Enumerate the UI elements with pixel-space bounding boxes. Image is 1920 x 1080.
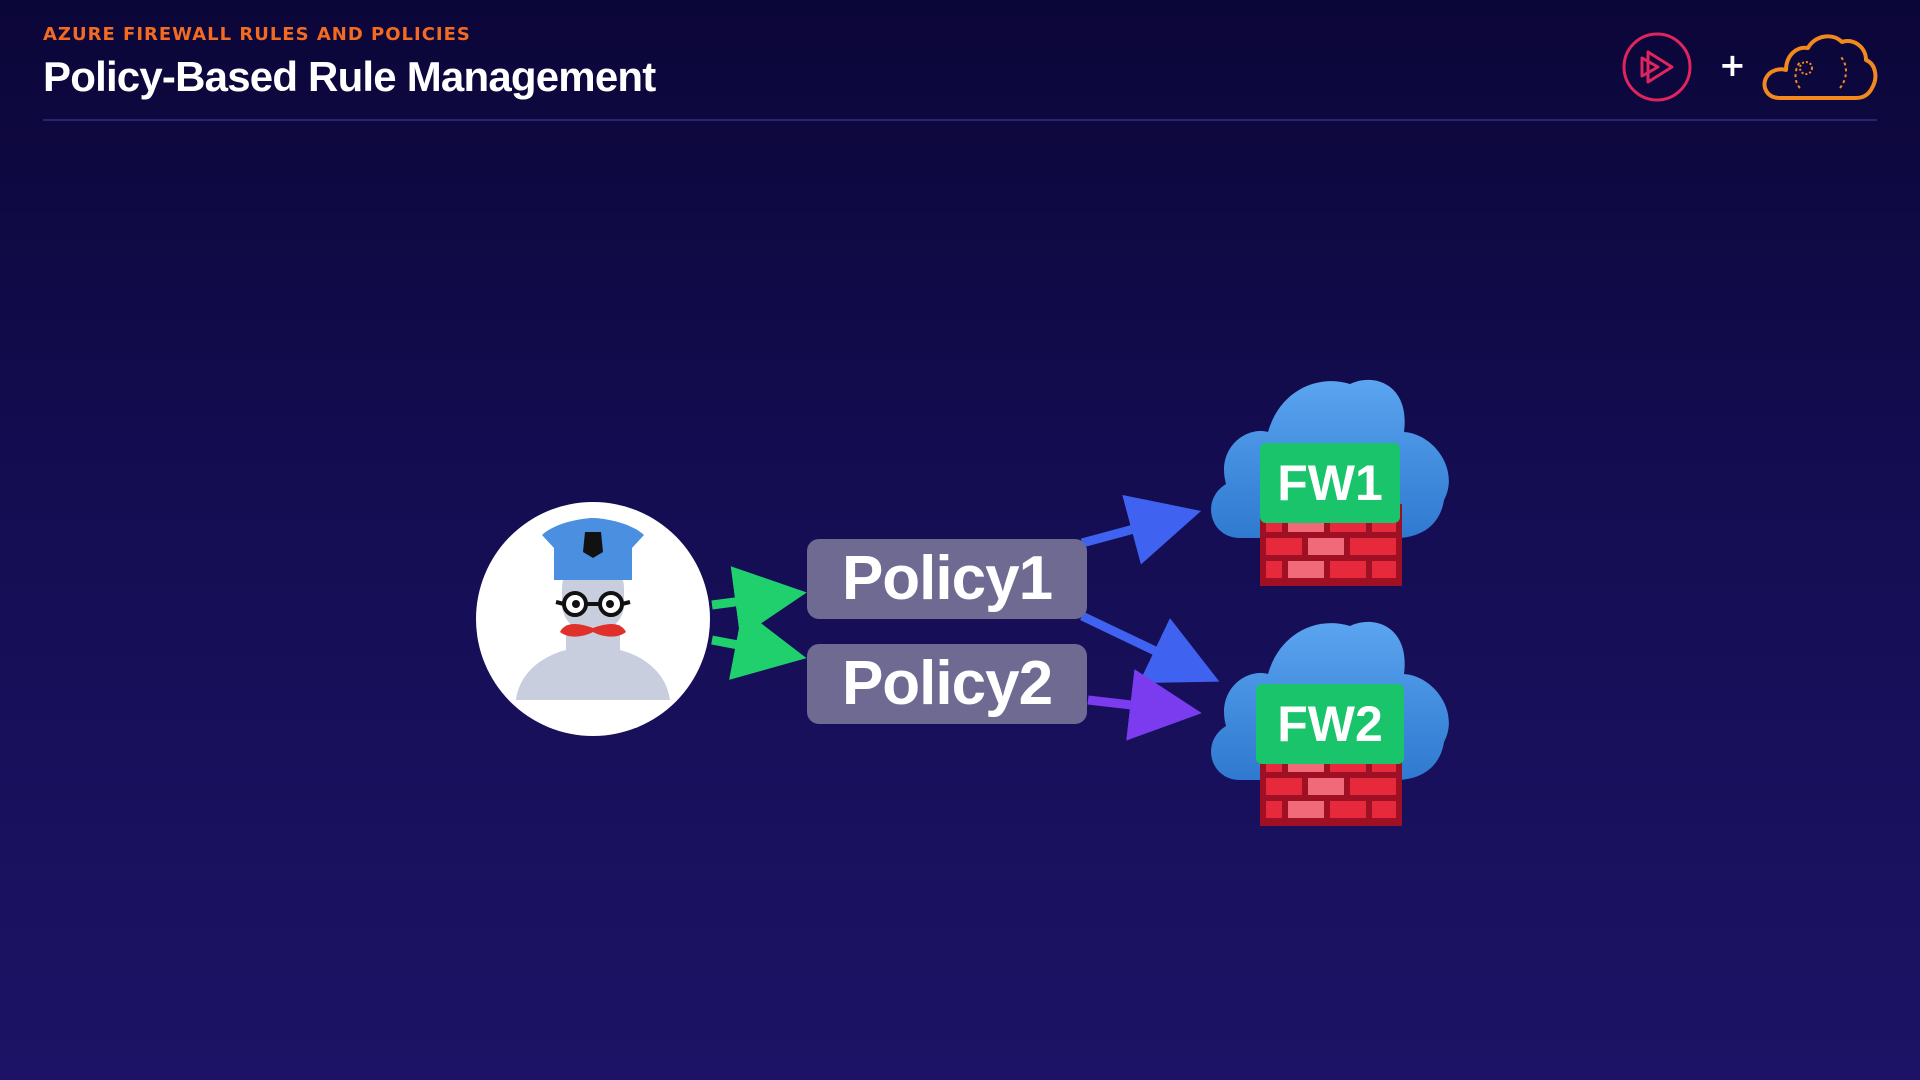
- policy1-box: Policy1: [807, 539, 1087, 619]
- arrow-policy2-to-fw2: [1087, 669, 1202, 741]
- arrow-policy1-to-fw2: [1080, 611, 1220, 684]
- fw1-label: FW1: [1260, 443, 1400, 523]
- policy2-box: Policy2: [807, 644, 1087, 724]
- cloud-icon: [1762, 34, 1878, 100]
- slide-title: Policy-Based Rule Management: [43, 53, 656, 100]
- fw2-label: FW2: [1256, 684, 1404, 764]
- brand-logos: +: [1620, 28, 1880, 108]
- header-divider: [43, 119, 1877, 121]
- arrow-policy1-to-fw1: [1080, 494, 1202, 565]
- plus-sign: +: [1719, 46, 1746, 84]
- arrow-admin-to-policy2: [711, 609, 807, 680]
- section-eyebrow: AZURE FIREWALL RULES AND POLICIES: [43, 24, 471, 45]
- slide-header: AZURE FIREWALL RULES AND POLICIES Policy…: [43, 24, 656, 101]
- play-circle-icon: [1622, 32, 1692, 102]
- arrow-admin-to-policy1: [711, 566, 807, 638]
- admin-avatar-icon: [476, 502, 710, 736]
